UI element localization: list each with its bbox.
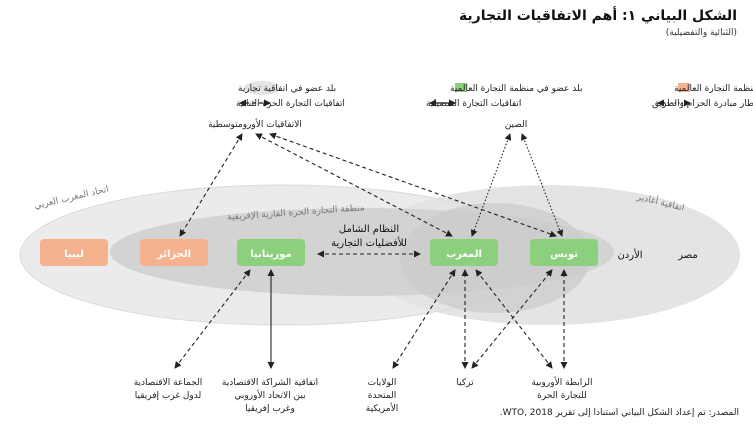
partner-label-turkey: تركيا	[456, 378, 474, 388]
figure-subtitle: (الثنائية والتفضيلية)	[665, 28, 737, 38]
arrow-china-tunisia	[520, 133, 564, 237]
arrow-euromed-algeria	[179, 133, 243, 237]
partner-label-china: الصين	[505, 120, 528, 130]
country-algeria: الجزائر	[140, 239, 208, 266]
legend-label-accession: بلد في طريقه للانضمام إلى منظمة التجارة …	[674, 84, 753, 94]
partner-label-usa-3: الأمريكية	[366, 402, 398, 414]
country-label-algeria: الجزائر	[156, 249, 191, 260]
legend: بلد في طريقه للانضمام إلى منظمة التجارة …	[236, 81, 753, 109]
legend-swatch-agreement-member	[244, 81, 280, 95]
partner-label-ecowas-1: الجماعة الاقتصادية	[134, 378, 203, 388]
legend-label-wto-member: بلد عضو في منظمة التجارة العالمية	[450, 84, 582, 94]
source-note: المصدر: تم إعداد الشكل البياني استنادا إ…	[499, 408, 739, 418]
country-tunisia: تونس	[530, 239, 598, 266]
arrow-usa-morocco	[392, 269, 456, 369]
gsp-label-line1: النظام الشامل	[339, 224, 399, 235]
country-morocco: المغرب	[430, 239, 498, 266]
country-mauritania: موريتانيا	[237, 239, 305, 266]
legend-label-bilateral-fta: اتفاقيات التجارة الحرة الثنائية	[236, 99, 345, 109]
country-label-morocco: المغرب	[446, 249, 482, 260]
partner-label-efta-2: للتجارة الحرة	[537, 391, 587, 401]
country-label-jordan: الأردن	[617, 248, 642, 261]
legend-label-bri: اتفاقيات الشراكة في إطار مبادرة الحزام و…	[652, 99, 753, 109]
partner-label-ecowas-2: لدول غرب إفريقيا	[135, 391, 202, 401]
country-label-tunisia: تونس	[550, 249, 578, 260]
partner-label-eu-west-africa-1: اتفاقية الشراكة الاقتصادية	[222, 378, 318, 388]
legend-label-preferential: اتفاقيات التجارة التفضيلية	[426, 99, 521, 109]
legend-swatch-wto-member	[455, 83, 467, 92]
partner-label-eu-west-africa-3: وغرب إفريقيا	[245, 404, 295, 414]
country-label-egypt: مصر	[677, 250, 698, 261]
country-libya: ليبيا	[40, 239, 108, 266]
legend-swatch-accession	[678, 83, 690, 92]
country-label-mauritania: موريتانيا	[250, 249, 291, 260]
partner-label-euromed: الاتفاقيات الأورومتوسطية	[208, 118, 302, 130]
partner-label-eu-west-africa-2: بين الاتحاد الأوروبي	[234, 389, 305, 401]
gsp-label-line2: للأفضليات التجارية	[331, 236, 407, 249]
partner-label-efta-1: الرابطة الأوروبية	[531, 376, 592, 388]
figure-title: الشكل البياني ١: أهم الاتفاقيات التجارية	[458, 8, 737, 24]
partner-label-usa-2: المتحدة	[368, 391, 396, 401]
arrow-china-morocco	[470, 133, 512, 237]
country-label-libya: ليبيا	[64, 249, 84, 260]
legend-label-agreement-member: بلد عضو في اتفاقية تجارية	[238, 84, 336, 94]
connectors	[174, 132, 568, 369]
partner-label-usa-1: الولايات	[368, 378, 397, 388]
